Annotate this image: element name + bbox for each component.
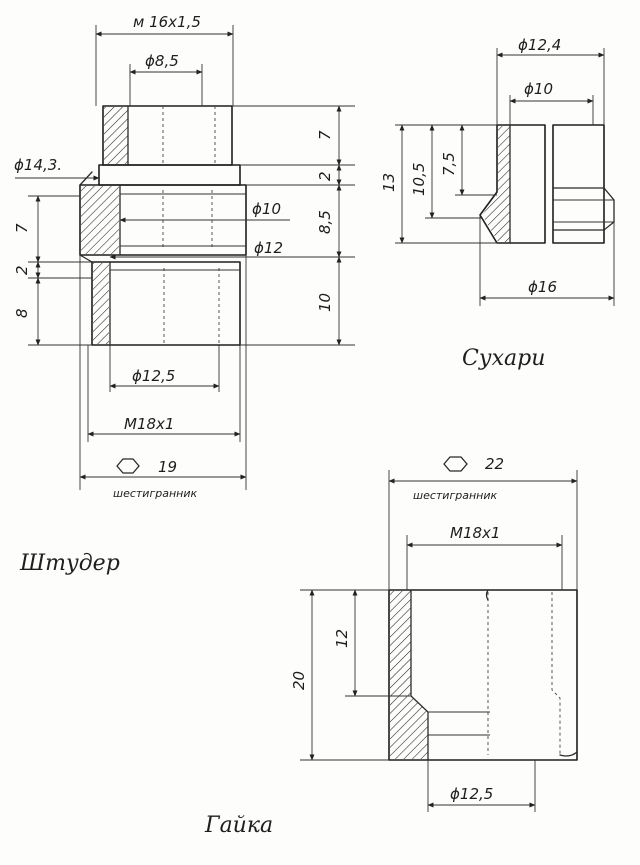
shtuder-hex-caption: шестигранник [113,487,197,500]
shtuder-dim-h2-right: 2 [316,171,334,181]
shtuder-dim-h10-right: 10 [316,293,334,312]
shtuder-dim-h7-right: 7 [316,130,334,140]
gaika-dim-20: 20 [290,671,308,690]
sukhari-dim-d10: ϕ10 [524,80,553,98]
gaika-title: Гайка [204,813,273,838]
shtuder-dim-d143: ϕ14,3. [14,156,62,174]
shtuder-dim-h8-left: 8 [13,308,31,318]
gaika-dim-12: 12 [333,629,351,648]
gaika-dim-m18: М18х1 [450,524,500,542]
gaika-dim-hex22: 22 [485,455,504,473]
shtuder-dim-d125: ϕ12,5 [132,367,175,385]
sukhari-dim-d124: ϕ12,4 [518,36,561,54]
sukhari-part: ϕ12,4 ϕ10 ϕ16 13 10,5 7,5 Сухари [380,36,615,371]
sukhari-dim-75: 7,5 [440,152,458,176]
shtuder-dim-d10: ϕ10 [252,200,281,218]
shtuder-dim-hex19: 19 [158,458,177,476]
sukhari-dim-d16: ϕ16 [528,278,557,296]
gaika-dim-d125: ϕ12,5 [450,785,493,803]
shtuder-dim-d12: ϕ12 [254,239,283,257]
shtuder-dim-h85-right: 8,5 [316,210,334,234]
hexagon-icon [443,456,468,472]
shtuder-dim-d85: ϕ8,5 [145,52,179,70]
hexagon-icon [116,458,140,474]
sukhari-dim-13: 13 [380,173,398,192]
gaika-part: 22 шестигранник М18х1 12 20 ϕ12,5 Гайка [204,455,578,838]
sukhari-title: Сухари [462,346,545,371]
sukhari-dim-105: 10,5 [410,163,428,196]
shtuder-dim-h2-left: 2 [13,265,31,275]
gaika-hex-caption: шестигранник [413,489,497,502]
shtuder-dim-h7-left: 7 [13,223,31,233]
shtuder-part: м 16х1,5 ϕ8,5 ϕ14,3. ϕ10 ϕ12 ϕ12,5 М18х1… [13,13,355,576]
shtuder-dim-m16: м 16х1,5 [133,13,201,31]
shtuder-dim-m18: М18х1 [124,415,174,433]
shtuder-title: Штудер [19,551,120,576]
